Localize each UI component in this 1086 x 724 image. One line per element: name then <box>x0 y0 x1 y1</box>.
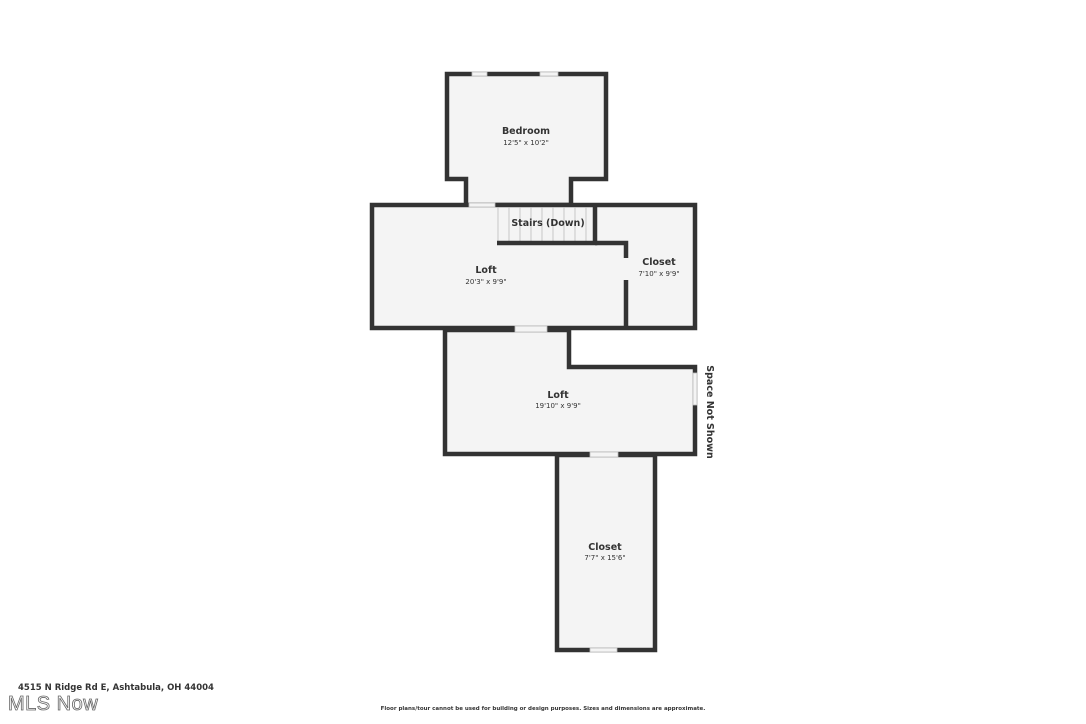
doorway <box>468 202 496 208</box>
room-name: Loft <box>547 390 569 401</box>
address: 4515 N Ridge Rd E, Ashtabula, OH 44004 <box>18 683 214 693</box>
opening <box>692 372 698 406</box>
room-loft-upper <box>369 202 698 331</box>
room-name: Loft <box>475 265 497 276</box>
window <box>589 647 618 653</box>
watermark-logo: MLS Now <box>8 693 99 716</box>
room-dims: 19'10" x 9'9" <box>535 402 581 410</box>
room-dims: 7'10" x 9'9" <box>638 270 679 278</box>
space-not-shown-label: Space Not Shown <box>704 365 715 459</box>
room-name: Bedroom <box>502 126 550 137</box>
window <box>471 71 488 77</box>
room-loft-lower <box>442 327 698 457</box>
room-dims: 12'5" x 10'2" <box>503 139 549 147</box>
room-name: Closet <box>588 542 622 553</box>
window <box>539 71 559 77</box>
stairs <box>497 207 587 241</box>
room-dims: 20'3" x 9'9" <box>465 278 506 286</box>
room-name: Stairs (Down) <box>511 218 584 229</box>
doorway <box>589 451 619 458</box>
room-name: Closet <box>642 257 676 268</box>
doorway <box>514 325 548 333</box>
disclaimer: Floor plans/tour cannot be used for buil… <box>380 706 706 712</box>
room-dims: 7'7" x 15'6" <box>584 554 625 562</box>
closet-wall <box>595 240 629 258</box>
